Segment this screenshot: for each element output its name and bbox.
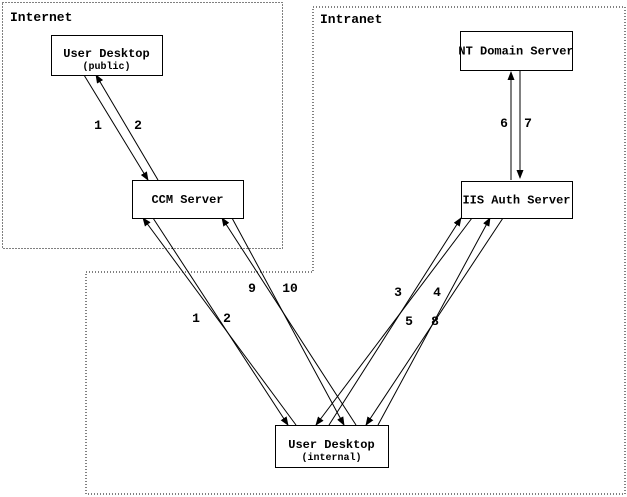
edge-label-4: 4 [433,285,441,300]
edge-label-2: 2 [134,118,142,133]
zone-internet-label: Internet [10,10,72,25]
edge-label-8: 8 [431,314,439,329]
node-iis-auth-server-label: IIS Auth Server [462,194,570,208]
edge-arrow-9-user-desktop-internal-to-ccm-server [221,217,357,426]
edge-label-3: 3 [394,285,402,300]
edge-arrow-2-ccm-server-to-user-desktop-public [95,74,159,181]
node-ccm-server [132,180,244,219]
zone-internet-border [2,2,283,249]
edge-label-2: 2 [223,311,231,326]
edge-arrow-2-ccm-server-to-user-desktop-internal [152,217,289,426]
edge-arrow-10-ccm-server-to-user-desktop-internal [231,217,345,426]
zone-intranet-label: Intranet [320,12,382,27]
node-user-desktop-internal [275,425,389,468]
node-ccm-server-label: CCM Server [151,193,223,207]
node-user-desktop-internal-label: User Desktop [288,438,374,452]
edge-arrow-1-user-desktop-public-to-ccm-server [83,74,149,181]
node-user-desktop-public [51,35,163,76]
edge-label-6: 6 [500,116,508,131]
node-user-desktop-public-sublabel: (public) [82,61,130,73]
edge-arrow-3-user-desktop-internal-to-iis-auth-server [328,217,462,426]
edge-label-1: 1 [94,118,102,133]
node-nt-domain-server [460,31,573,71]
edge-arrow-1-user-desktop-internal-to-ccm-server [142,217,297,426]
node-user-desktop-public-label: User Desktop [63,47,149,61]
node-nt-domain-server-label: NT Domain Server [458,45,573,59]
edge-label-9: 9 [248,281,256,296]
node-user-desktop-internal-sublabel: (internal) [301,452,361,464]
edge-arrow-8-iis-auth-server-to-user-desktop-internal [365,217,504,426]
node-iis-auth-server [461,181,573,219]
edge-label-1: 1 [192,311,200,326]
edge-label-10: 10 [282,281,298,296]
edge-label-5: 5 [405,314,413,329]
zone-intranet-border [85,6,626,495]
edge-label-7: 7 [524,116,532,131]
edge-arrow-4-iis-auth-server-to-user-desktop-internal [315,217,473,426]
